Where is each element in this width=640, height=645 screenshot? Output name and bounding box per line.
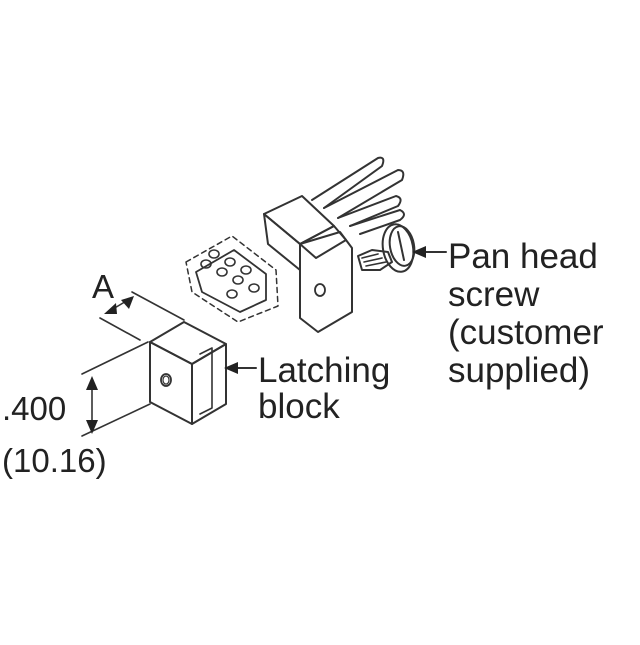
contact-holes [200, 249, 260, 299]
dimension-height [81, 341, 151, 437]
dimension-a-label: A [92, 268, 114, 305]
screw-leader-arrow [412, 246, 426, 258]
screw-label-line-2: screw [448, 275, 540, 314]
block-leader-arrow [224, 362, 238, 374]
height-mm-label: (10.16) [2, 442, 107, 479]
d-sub-connector [185, 156, 405, 333]
connector-pins [311, 156, 405, 235]
screw-label-line-4: supplied) [448, 351, 590, 390]
height-inch-label: .400 [2, 390, 66, 427]
screw-label-line-3: (customer [448, 313, 604, 352]
pan-head-screw [357, 223, 416, 273]
block-label-line-1: Latching [258, 351, 390, 390]
block-label-line-2: block [258, 387, 340, 426]
screw-label-line-1: Pan head [448, 237, 598, 276]
dimension-a [99, 291, 185, 341]
leaders [224, 246, 447, 374]
latching-block [149, 321, 227, 425]
